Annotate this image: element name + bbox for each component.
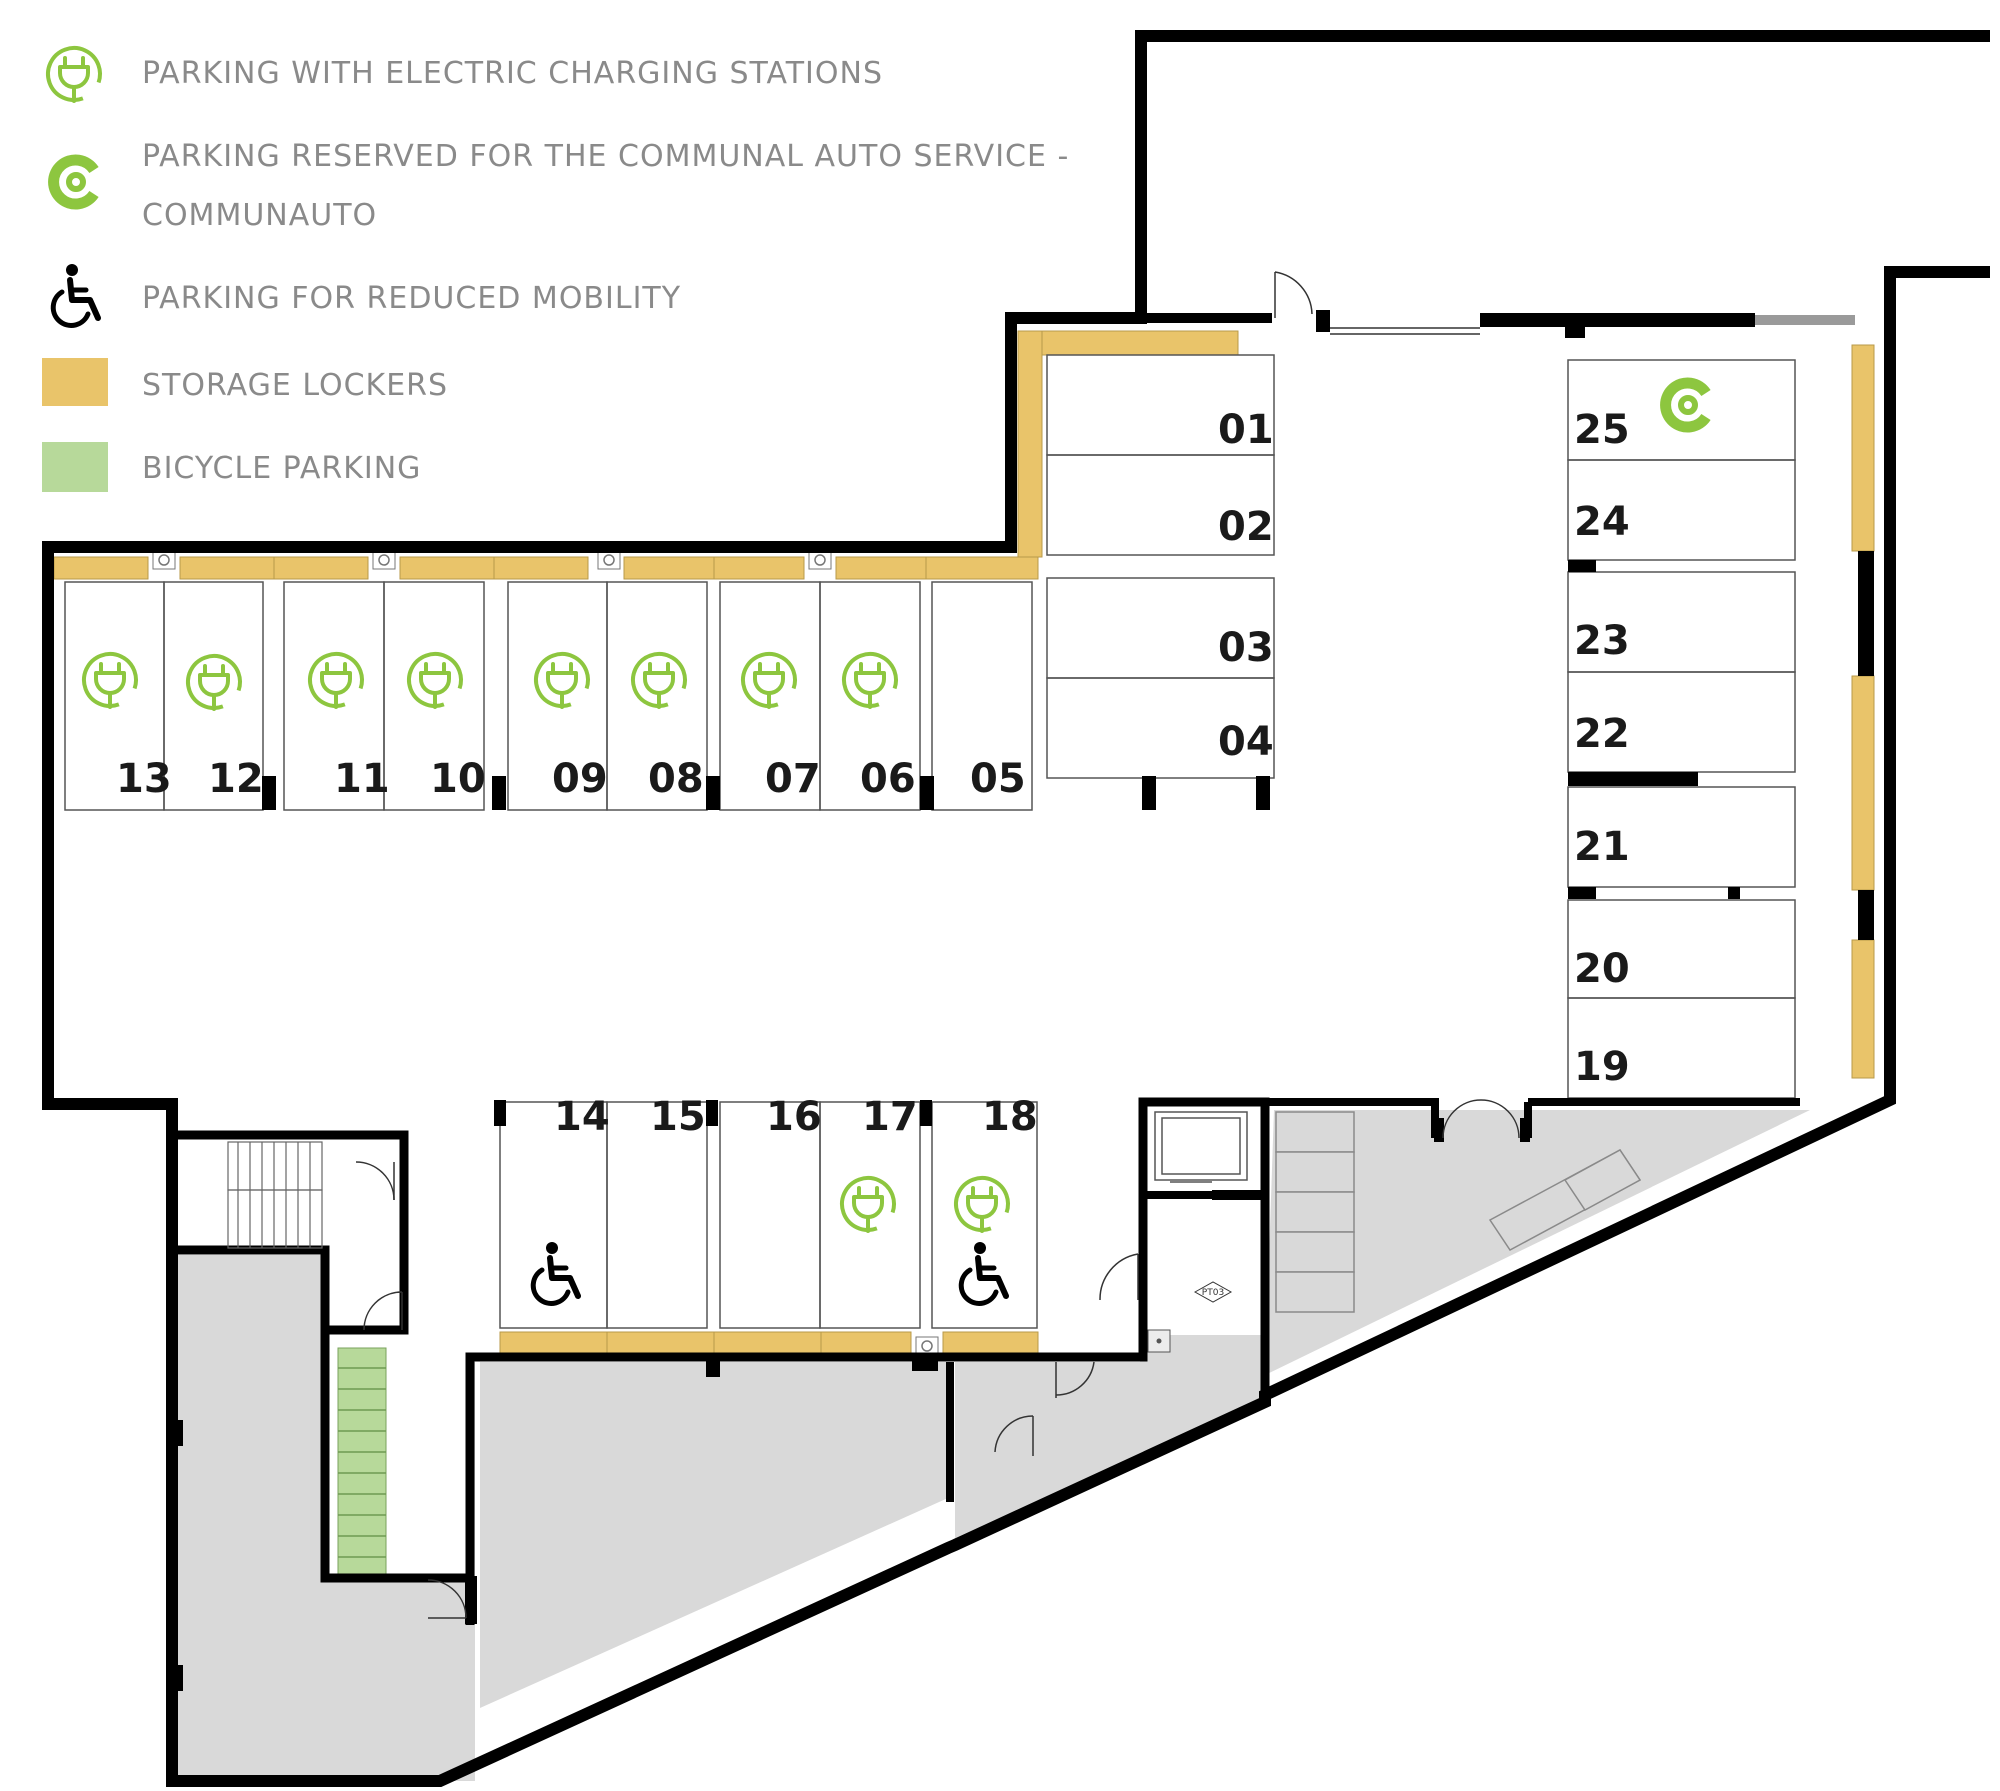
ev-plug-icon <box>834 644 906 716</box>
spot-number-11: 11 <box>334 756 390 802</box>
wheelchair-icon <box>533 1242 578 1303</box>
ev-plug-icon <box>526 644 598 716</box>
legend-ev-row: PARKING WITH ELECTRIC CHARGING STATIONS <box>38 38 883 110</box>
spot-number-18: 18 <box>982 1094 1038 1140</box>
spot-number-03: 03 <box>1218 625 1274 671</box>
spot-number-17: 17 <box>862 1094 918 1140</box>
ev-plug-icon <box>832 1168 904 1240</box>
spot-number-09: 09 <box>552 756 608 802</box>
storage-cages <box>1275 1111 1642 1313</box>
storage-lockers <box>53 330 1875 1357</box>
spot-number-02: 02 <box>1218 504 1274 550</box>
legend-bicycle-label: BICYCLE PARKING <box>142 451 421 486</box>
ev-plug-icon <box>946 1168 1018 1240</box>
spot-number-10: 10 <box>430 756 486 802</box>
spot-number-13: 13 <box>116 756 172 802</box>
spot-number-22: 22 <box>1574 711 1630 757</box>
ev-plug-icon <box>178 646 250 718</box>
drain <box>1147 1329 1171 1353</box>
columns <box>175 310 1874 1691</box>
legend-ev-label: PARKING WITH ELECTRIC CHARGING STATIONS <box>142 56 883 91</box>
spot-number-12: 12 <box>208 756 264 802</box>
pt03-label: PT03 <box>1202 1288 1224 1298</box>
bicycle-parking <box>337 1347 387 1579</box>
legend-storage-row: STORAGE LOCKERS <box>42 358 448 406</box>
legend-storage-label: STORAGE LOCKERS <box>142 368 448 403</box>
parking-spaces <box>64 354 1796 1329</box>
spot-number-21: 21 <box>1574 824 1630 870</box>
stairs <box>227 1141 323 1249</box>
legend-communauto-label-line2: COMMUNAUTO <box>142 198 377 233</box>
spot-numbers: 13 12 11 10 09 08 07 06 05 01 02 03 04 2… <box>116 407 1630 1140</box>
ev-plug-icon <box>733 644 805 716</box>
legend: PARKING WITH ELECTRIC CHARGING STATIONS … <box>38 38 1069 492</box>
spot-number-06: 06 <box>860 756 916 802</box>
spot-number-25: 25 <box>1574 407 1630 453</box>
bicycle-swatch <box>42 442 108 492</box>
ev-plug-icon <box>623 644 695 716</box>
spot-number-14: 14 <box>554 1094 610 1140</box>
elevator <box>1154 1111 1248 1183</box>
ev-plug-icon <box>300 644 372 716</box>
communauto-icon <box>54 160 94 204</box>
spot-number-01: 01 <box>1218 407 1274 453</box>
spot-number-23: 23 <box>1574 618 1630 664</box>
spot-number-15: 15 <box>650 1094 706 1140</box>
legend-reduced-label: PARKING FOR REDUCED MOBILITY <box>142 281 681 316</box>
legend-reduced-row: PARKING FOR REDUCED MOBILITY <box>53 264 681 325</box>
spot-number-04: 04 <box>1218 719 1274 765</box>
pt03-marker: PT03 <box>1193 1281 1233 1303</box>
spot-number-08: 08 <box>648 756 704 802</box>
walls <box>42 30 1990 1787</box>
doors <box>355 271 1520 1619</box>
service-areas <box>172 1110 1810 1781</box>
spot-number-20: 20 <box>1574 946 1630 992</box>
spot-number-05: 05 <box>970 756 1026 802</box>
ev-plug-icon <box>74 644 146 716</box>
wheelchair-icon <box>961 1242 1006 1303</box>
storage-swatch <box>42 358 108 406</box>
ev-plug-icon <box>399 644 471 716</box>
legend-bicycle-row: BICYCLE PARKING <box>42 442 421 492</box>
ev-plug-icon <box>38 38 110 110</box>
spot-number-16: 16 <box>766 1094 822 1140</box>
wheelchair-icon <box>53 264 98 325</box>
spot-number-19: 19 <box>1574 1044 1630 1090</box>
communauto-icon <box>1666 383 1706 427</box>
legend-communauto-row: PARKING RESERVED FOR THE COMMUNAL AUTO S… <box>54 139 1069 233</box>
spot-number-07: 07 <box>765 756 821 802</box>
legend-communauto-label-line1: PARKING RESERVED FOR THE COMMUNAL AUTO S… <box>142 139 1069 174</box>
spot-number-24: 24 <box>1574 499 1630 545</box>
